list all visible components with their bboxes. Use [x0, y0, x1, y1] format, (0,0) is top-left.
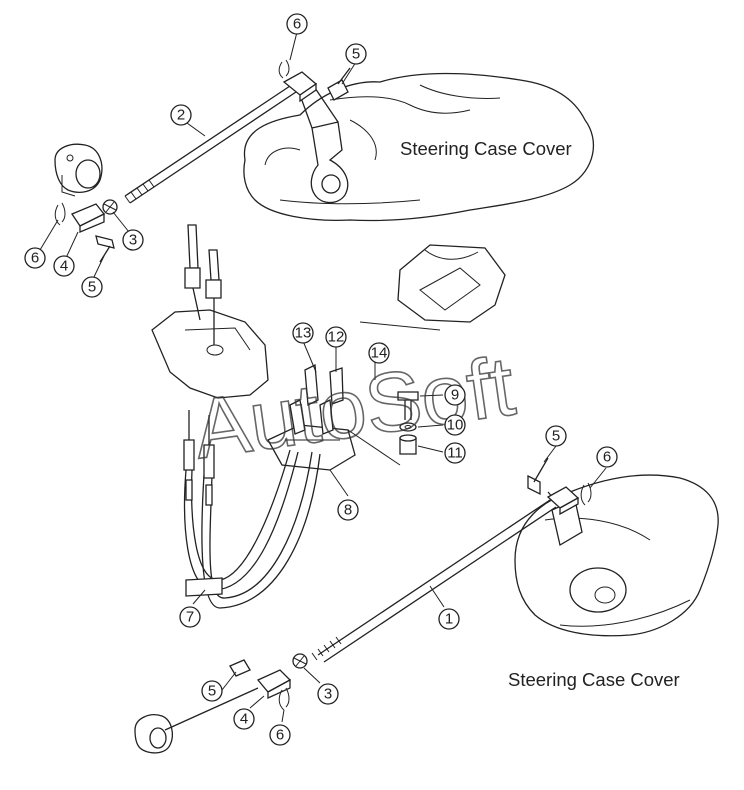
- upper-nut-3: [102, 199, 118, 215]
- svg-text:1: 1: [445, 611, 453, 628]
- callout-9: 9: [444, 384, 466, 406]
- svg-text:5: 5: [552, 428, 560, 445]
- callout-10: 10: [444, 414, 466, 436]
- callout-12: 12: [325, 326, 347, 348]
- svg-text:6: 6: [603, 449, 611, 466]
- rod-1: [311, 499, 557, 663]
- spacer-11: [399, 434, 417, 455]
- callout-5-lower-right: 5: [545, 425, 567, 447]
- lower-pin-5: [229, 659, 251, 677]
- callout-7: 7: [179, 606, 201, 628]
- lower-right-cotter-6: [580, 482, 592, 506]
- lower-nut-3: [292, 653, 308, 669]
- lower-clevis-4: [256, 669, 292, 700]
- svg-text:3: 3: [129, 232, 137, 249]
- svg-text:2: 2: [177, 107, 185, 124]
- lower-left-bellcrank: [134, 687, 259, 754]
- leader-lines: [39, 31, 607, 723]
- svg-text:6: 6: [276, 727, 284, 744]
- callout-5-upper: 5: [81, 276, 103, 298]
- top-pin-5: [327, 67, 351, 101]
- callout-1: 1: [438, 608, 460, 630]
- top-cotter-pin-6: [278, 59, 290, 79]
- lower-right-pin-5: [527, 457, 549, 496]
- callout-2: 2: [170, 104, 192, 126]
- callout-5-top: 5: [345, 43, 367, 65]
- svg-text:5: 5: [88, 279, 96, 296]
- callout-14: 14: [368, 342, 390, 364]
- lower-cotter-6: [278, 687, 290, 711]
- callout-5-lower: 5: [201, 680, 223, 702]
- svg-text:6: 6: [293, 16, 301, 33]
- callout-13: 13: [292, 322, 314, 344]
- callout-6-top: 6: [286, 13, 308, 35]
- callout-6-upper-left: 6: [24, 247, 46, 269]
- bottom-top-clevis: [546, 486, 580, 516]
- upper-clevis-4: [71, 203, 106, 233]
- upper-left-bracket: [54, 143, 103, 197]
- callout-3-upper: 3: [122, 229, 144, 251]
- upper-cotter-pin-6: [54, 202, 66, 226]
- svg-text:4: 4: [240, 711, 248, 728]
- washer-10: [399, 422, 417, 432]
- svg-text:3: 3: [324, 686, 332, 703]
- bolt-9: [397, 391, 419, 420]
- callout-4-lower: 4: [233, 708, 255, 730]
- cable-bracket-8: [267, 363, 401, 471]
- callout-8: 8: [337, 499, 359, 521]
- bottom-cover-label: Steering Case Cover: [508, 669, 680, 690]
- right-upper-block: [359, 244, 506, 331]
- svg-text:5: 5: [352, 46, 360, 63]
- svg-text:14: 14: [371, 345, 388, 362]
- top-clevis: [282, 71, 318, 103]
- bottom-steering-case-cover: [514, 474, 719, 637]
- svg-text:10: 10: [447, 417, 464, 434]
- svg-text:6: 6: [31, 250, 39, 267]
- control-levers: [184, 224, 222, 345]
- rod-2: [124, 85, 297, 204]
- upper-pin-5: [95, 235, 115, 263]
- svg-text:4: 4: [60, 258, 68, 275]
- svg-text:5: 5: [208, 683, 216, 700]
- callout-6-lower-right: 6: [596, 446, 618, 468]
- top-cover-label: Steering Case Cover: [400, 138, 572, 159]
- callout-6-lower: 6: [269, 724, 291, 746]
- svg-text:13: 13: [295, 325, 312, 342]
- callout-3-lower: 3: [317, 683, 339, 705]
- svg-text:7: 7: [186, 609, 194, 626]
- control-cables-7: [183, 410, 321, 609]
- callout-4-upper: 4: [53, 255, 75, 277]
- top-steering-arm: [299, 87, 349, 204]
- svg-text:9: 9: [451, 387, 459, 404]
- callout-11: 11: [444, 442, 466, 464]
- svg-text:11: 11: [447, 445, 463, 462]
- svg-text:8: 8: [344, 502, 352, 519]
- svg-text:12: 12: [328, 329, 345, 346]
